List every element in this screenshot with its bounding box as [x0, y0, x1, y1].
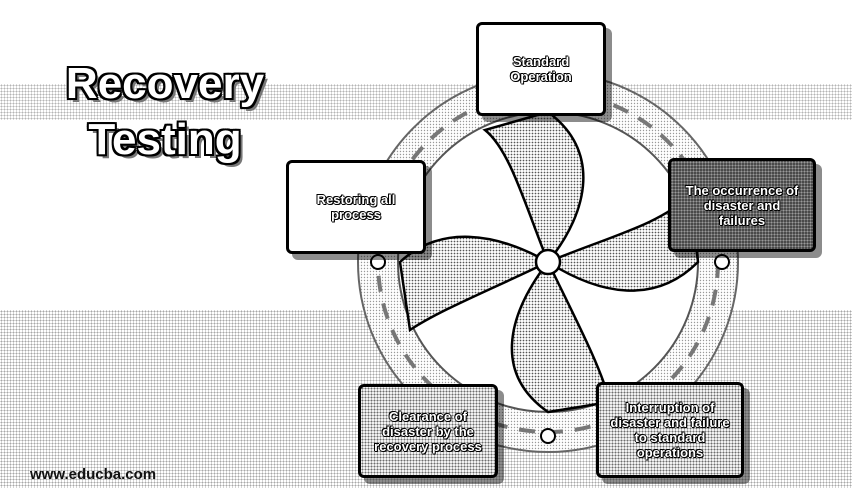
pinwheel-hub [534, 248, 562, 276]
step-label: The occurrence of disaster and failures [685, 182, 799, 228]
ring-marker-right [714, 254, 730, 270]
step-label: Standard Operation [510, 54, 572, 84]
step-label: Clearance of disaster by the recovery pr… [374, 408, 482, 454]
page-title: Recovery Testing [40, 56, 290, 168]
site-url: www.educba.com [30, 466, 157, 483]
title-line-2: Testing [88, 115, 242, 164]
pinwheel-blade-2 [545, 192, 700, 292]
ring-marker-left [370, 254, 386, 270]
pinwheel-blade-4 [398, 235, 551, 333]
top-dotted-band [0, 84, 852, 120]
step-interruption: Interruption of disaster and failure to … [596, 382, 744, 478]
pinwheel [398, 110, 700, 414]
step-restoring-all-process: Restoring all process [286, 160, 426, 254]
step-standard-operation: Standard Operation [476, 22, 606, 116]
step-label: Interruption of disaster and failure to … [610, 400, 730, 460]
step-clearance: Clearance of disaster by the recovery pr… [358, 384, 498, 478]
step-occurrence-of-disaster: The occurrence of disaster and failures [668, 158, 816, 252]
step-label: Restoring all process [316, 192, 396, 222]
ring-marker-bottom [540, 428, 556, 444]
pinwheel-blade-3 [510, 259, 612, 414]
title-line-1: Recovery [65, 59, 265, 108]
